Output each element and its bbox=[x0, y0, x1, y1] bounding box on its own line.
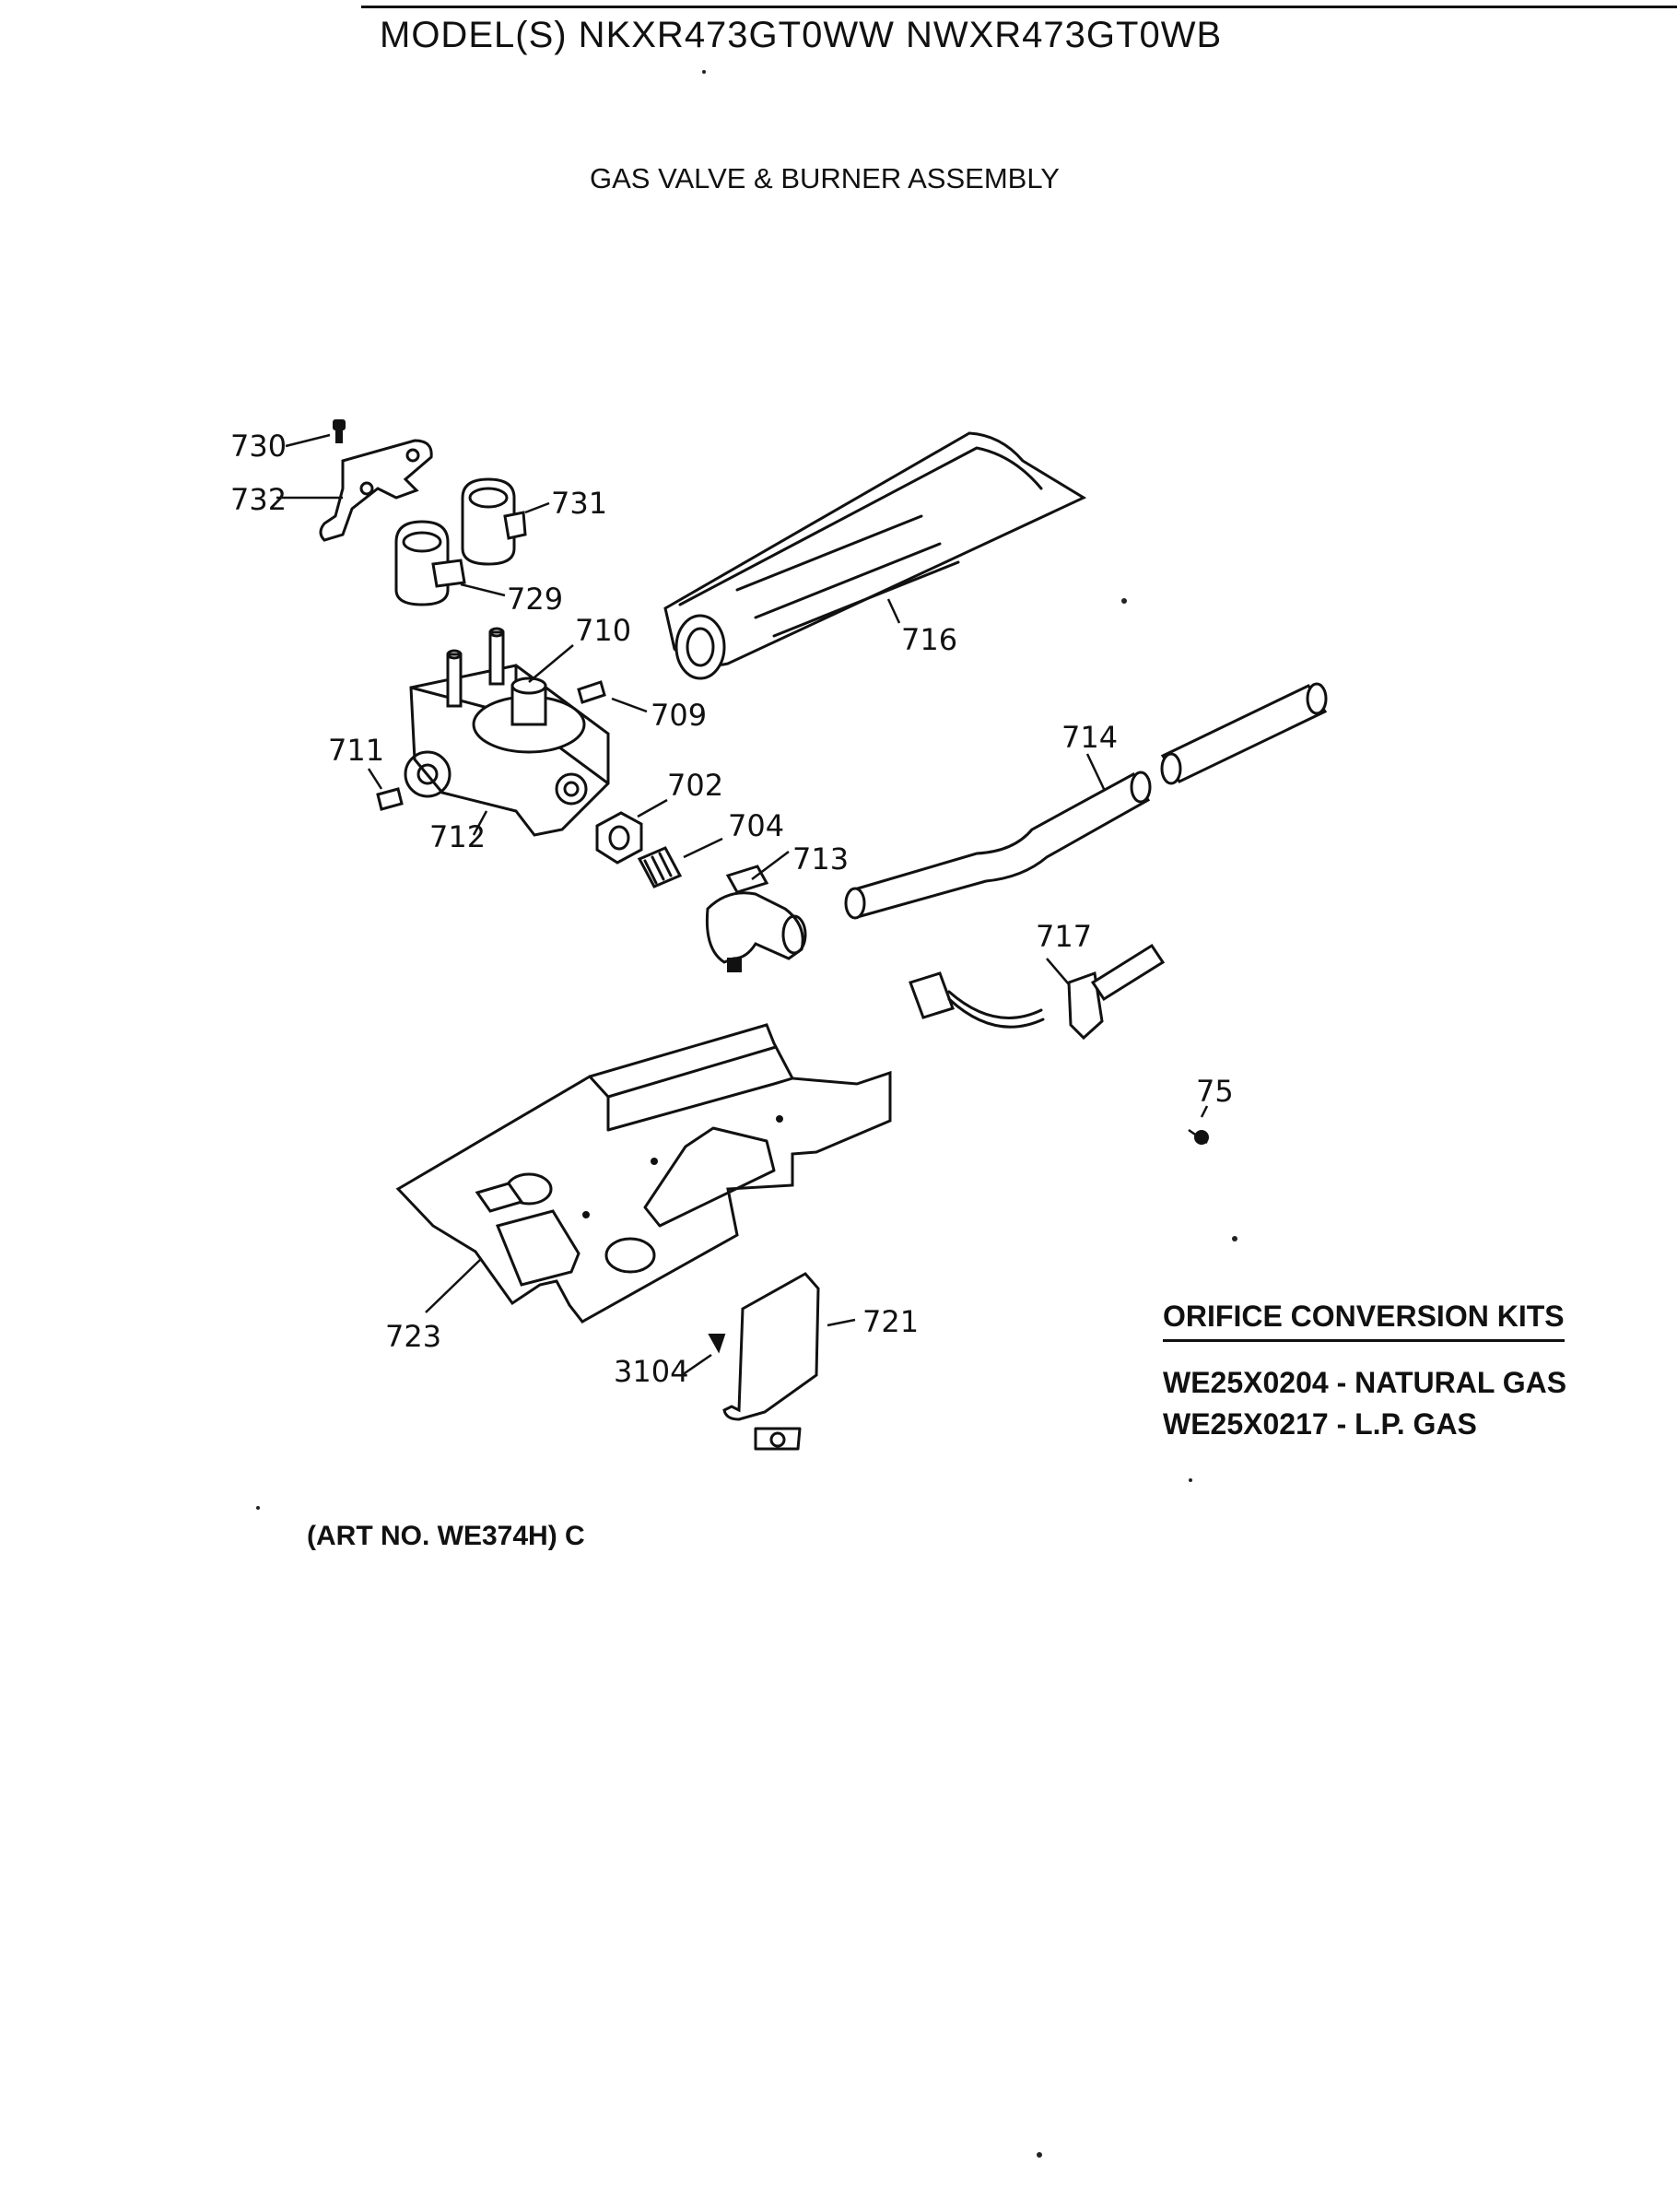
part-713-elbow bbox=[705, 851, 807, 972]
leader-712 bbox=[472, 810, 488, 836]
callout-732: 732 bbox=[230, 482, 287, 517]
kit-row: WE25X0204 - NATURAL GAS bbox=[1163, 1366, 1566, 1400]
part-75-screw bbox=[1188, 1105, 1209, 1145]
part-710-regulator bbox=[472, 644, 586, 754]
part-704-orifice bbox=[637, 837, 723, 888]
callout-729: 729 bbox=[507, 582, 564, 617]
callout-713: 713 bbox=[792, 841, 850, 877]
callout-3104: 3104 bbox=[614, 1354, 689, 1389]
callout-702: 702 bbox=[667, 768, 724, 803]
callout-731: 731 bbox=[551, 486, 608, 521]
kit-separator: - bbox=[1336, 1366, 1347, 1399]
kits-title: ORIFICE CONVERSION KITS bbox=[1163, 1300, 1565, 1342]
orifice-conversion-kits: ORIFICE CONVERSION KITS WE25X0204 - NATU… bbox=[1163, 1300, 1566, 1441]
part-732-bracket bbox=[276, 439, 433, 542]
part-711-fitting bbox=[367, 768, 404, 811]
part-721-shield bbox=[722, 1272, 856, 1451]
part-714-tube bbox=[844, 753, 1152, 920]
part-714-tube-extension bbox=[1160, 682, 1328, 785]
callout-710: 710 bbox=[575, 613, 632, 648]
model-numbers: MODEL(S) NKXR473GT0WW NWXR473GT0WB bbox=[380, 15, 1223, 55]
callout-709: 709 bbox=[651, 698, 708, 733]
part-723-mounting-bracket bbox=[395, 1023, 892, 1324]
callout-704: 704 bbox=[728, 808, 785, 843]
art-number: (ART NO. WE374H) C bbox=[307, 1521, 585, 1551]
callout-721: 721 bbox=[862, 1304, 920, 1339]
kit-part-number: WE25X0217 bbox=[1163, 1407, 1329, 1441]
header-rule bbox=[361, 6, 1677, 8]
callout-711: 711 bbox=[328, 733, 385, 768]
part-731-coil bbox=[461, 477, 550, 566]
callout-716: 716 bbox=[901, 622, 958, 657]
callout-714: 714 bbox=[1061, 720, 1119, 755]
part-729-coil bbox=[394, 520, 506, 606]
part-709-fitting bbox=[577, 680, 648, 713]
callout-730: 730 bbox=[230, 429, 287, 464]
diagram-title: GAS VALVE & BURNER ASSEMBLY bbox=[590, 162, 1060, 194]
callout-712: 712 bbox=[429, 819, 487, 854]
kit-row: WE25X0217 - L.P. GAS bbox=[1163, 1407, 1566, 1441]
callout-75: 75 bbox=[1196, 1074, 1234, 1109]
part-730-screw bbox=[285, 419, 346, 448]
callout-717: 717 bbox=[1036, 919, 1093, 954]
part-717-igniter bbox=[909, 943, 1166, 1041]
kit-gas-type: NATURAL GAS bbox=[1354, 1366, 1567, 1399]
part-3104-screw bbox=[681, 1334, 726, 1377]
part-702-nut bbox=[595, 798, 668, 865]
kit-part-number: WE25X0204 bbox=[1163, 1366, 1329, 1399]
callout-723: 723 bbox=[385, 1319, 442, 1354]
kit-gas-type: L.P. GAS bbox=[1354, 1407, 1477, 1441]
part-716-burner bbox=[663, 431, 1087, 680]
kit-separator: - bbox=[1336, 1407, 1347, 1441]
